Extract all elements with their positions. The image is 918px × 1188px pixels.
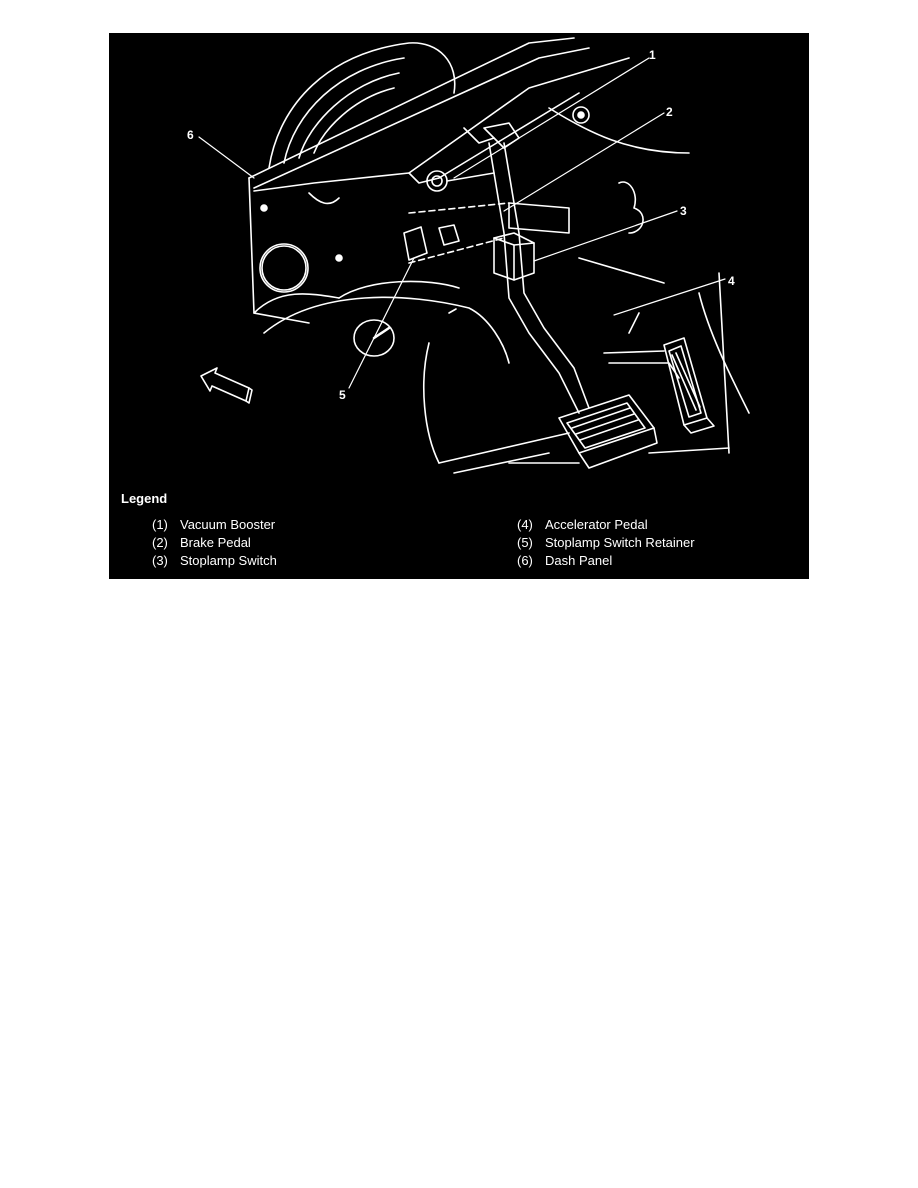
- callout-2: 2: [666, 105, 673, 119]
- legend-item-label: Accelerator Pedal: [545, 517, 648, 532]
- callout-1: 1: [649, 48, 656, 62]
- retainer-shape: [403, 224, 460, 261]
- legend-item: (5) Stoplamp Switch Retainer: [517, 535, 695, 550]
- legend-title: Legend: [121, 491, 168, 506]
- booster-pushrod: [408, 127, 510, 264]
- brake-pedal-pad: [558, 394, 658, 469]
- legend-item-label: Stoplamp Switch: [180, 553, 277, 568]
- dash-panel-face: [248, 177, 460, 324]
- vacuum-booster-drum: [268, 42, 456, 169]
- legend-item-number: (6): [517, 553, 533, 568]
- forward-arrow-icon: [200, 367, 253, 404]
- legend-item-label: Vacuum Booster: [180, 517, 276, 532]
- callout-4: 4: [728, 274, 735, 288]
- diagram-figure: 1 2 3 4 5 6 Legend (1) Vacuum Booster (2)…: [109, 33, 809, 579]
- legend-item-number: (1): [152, 517, 168, 532]
- legend-item: (6) Dash Panel: [517, 553, 612, 568]
- firewall-right: [508, 106, 690, 234]
- legend-item-label: Brake Pedal: [180, 535, 251, 550]
- pedal-assembly-illustration: [198, 37, 750, 474]
- leader-lines: [198, 57, 726, 389]
- legend-item-number: (2): [152, 535, 168, 550]
- floor-panels: [263, 257, 750, 474]
- legend-item-number: (4): [517, 517, 533, 532]
- callout-3: 3: [680, 204, 687, 218]
- legend-item: (1) Vacuum Booster: [152, 517, 275, 532]
- legend-item: (3) Stoplamp Switch: [152, 553, 277, 568]
- legend-item: (4) Accelerator Pedal: [517, 517, 648, 532]
- callout-5: 5: [339, 388, 346, 402]
- stoplamp-switch-shape: [493, 232, 535, 281]
- callout-6: 6: [187, 128, 194, 142]
- legend-item-number: (3): [152, 553, 168, 568]
- brake-pedal-arm: [483, 122, 590, 414]
- legend-item-label: Dash Panel: [545, 553, 613, 568]
- legend-item: (2) Brake Pedal: [152, 535, 251, 550]
- legend-item-number: (5): [517, 535, 533, 550]
- legend-item-label: Stoplamp Switch Retainer: [545, 535, 695, 550]
- accelerator-pedal: [603, 312, 715, 434]
- dash-panel-top: [248, 37, 630, 205]
